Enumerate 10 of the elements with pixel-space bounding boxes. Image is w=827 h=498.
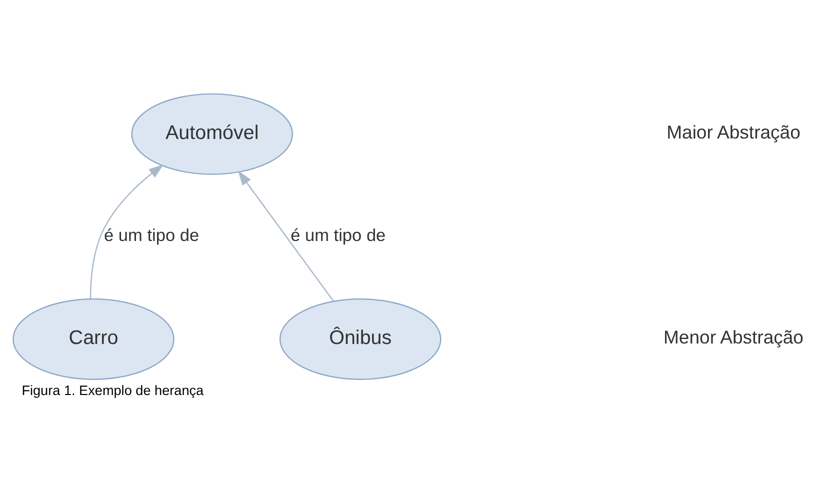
label: Maior Abstração — [666, 121, 800, 142]
node-ellipse: Automóvel — [131, 93, 294, 175]
arrow — [238, 170, 334, 302]
node-ellipse: Carro — [12, 298, 174, 380]
caption: Figura 1. Exemplo de herança — [22, 383, 204, 398]
node-ellipse: Ônibus — [279, 298, 442, 380]
label: Menor Abstração — [664, 326, 804, 348]
arrow — [90, 164, 164, 299]
edge-label: é um tipo de — [290, 225, 386, 246]
edge-label: é um tipo de — [104, 225, 200, 246]
